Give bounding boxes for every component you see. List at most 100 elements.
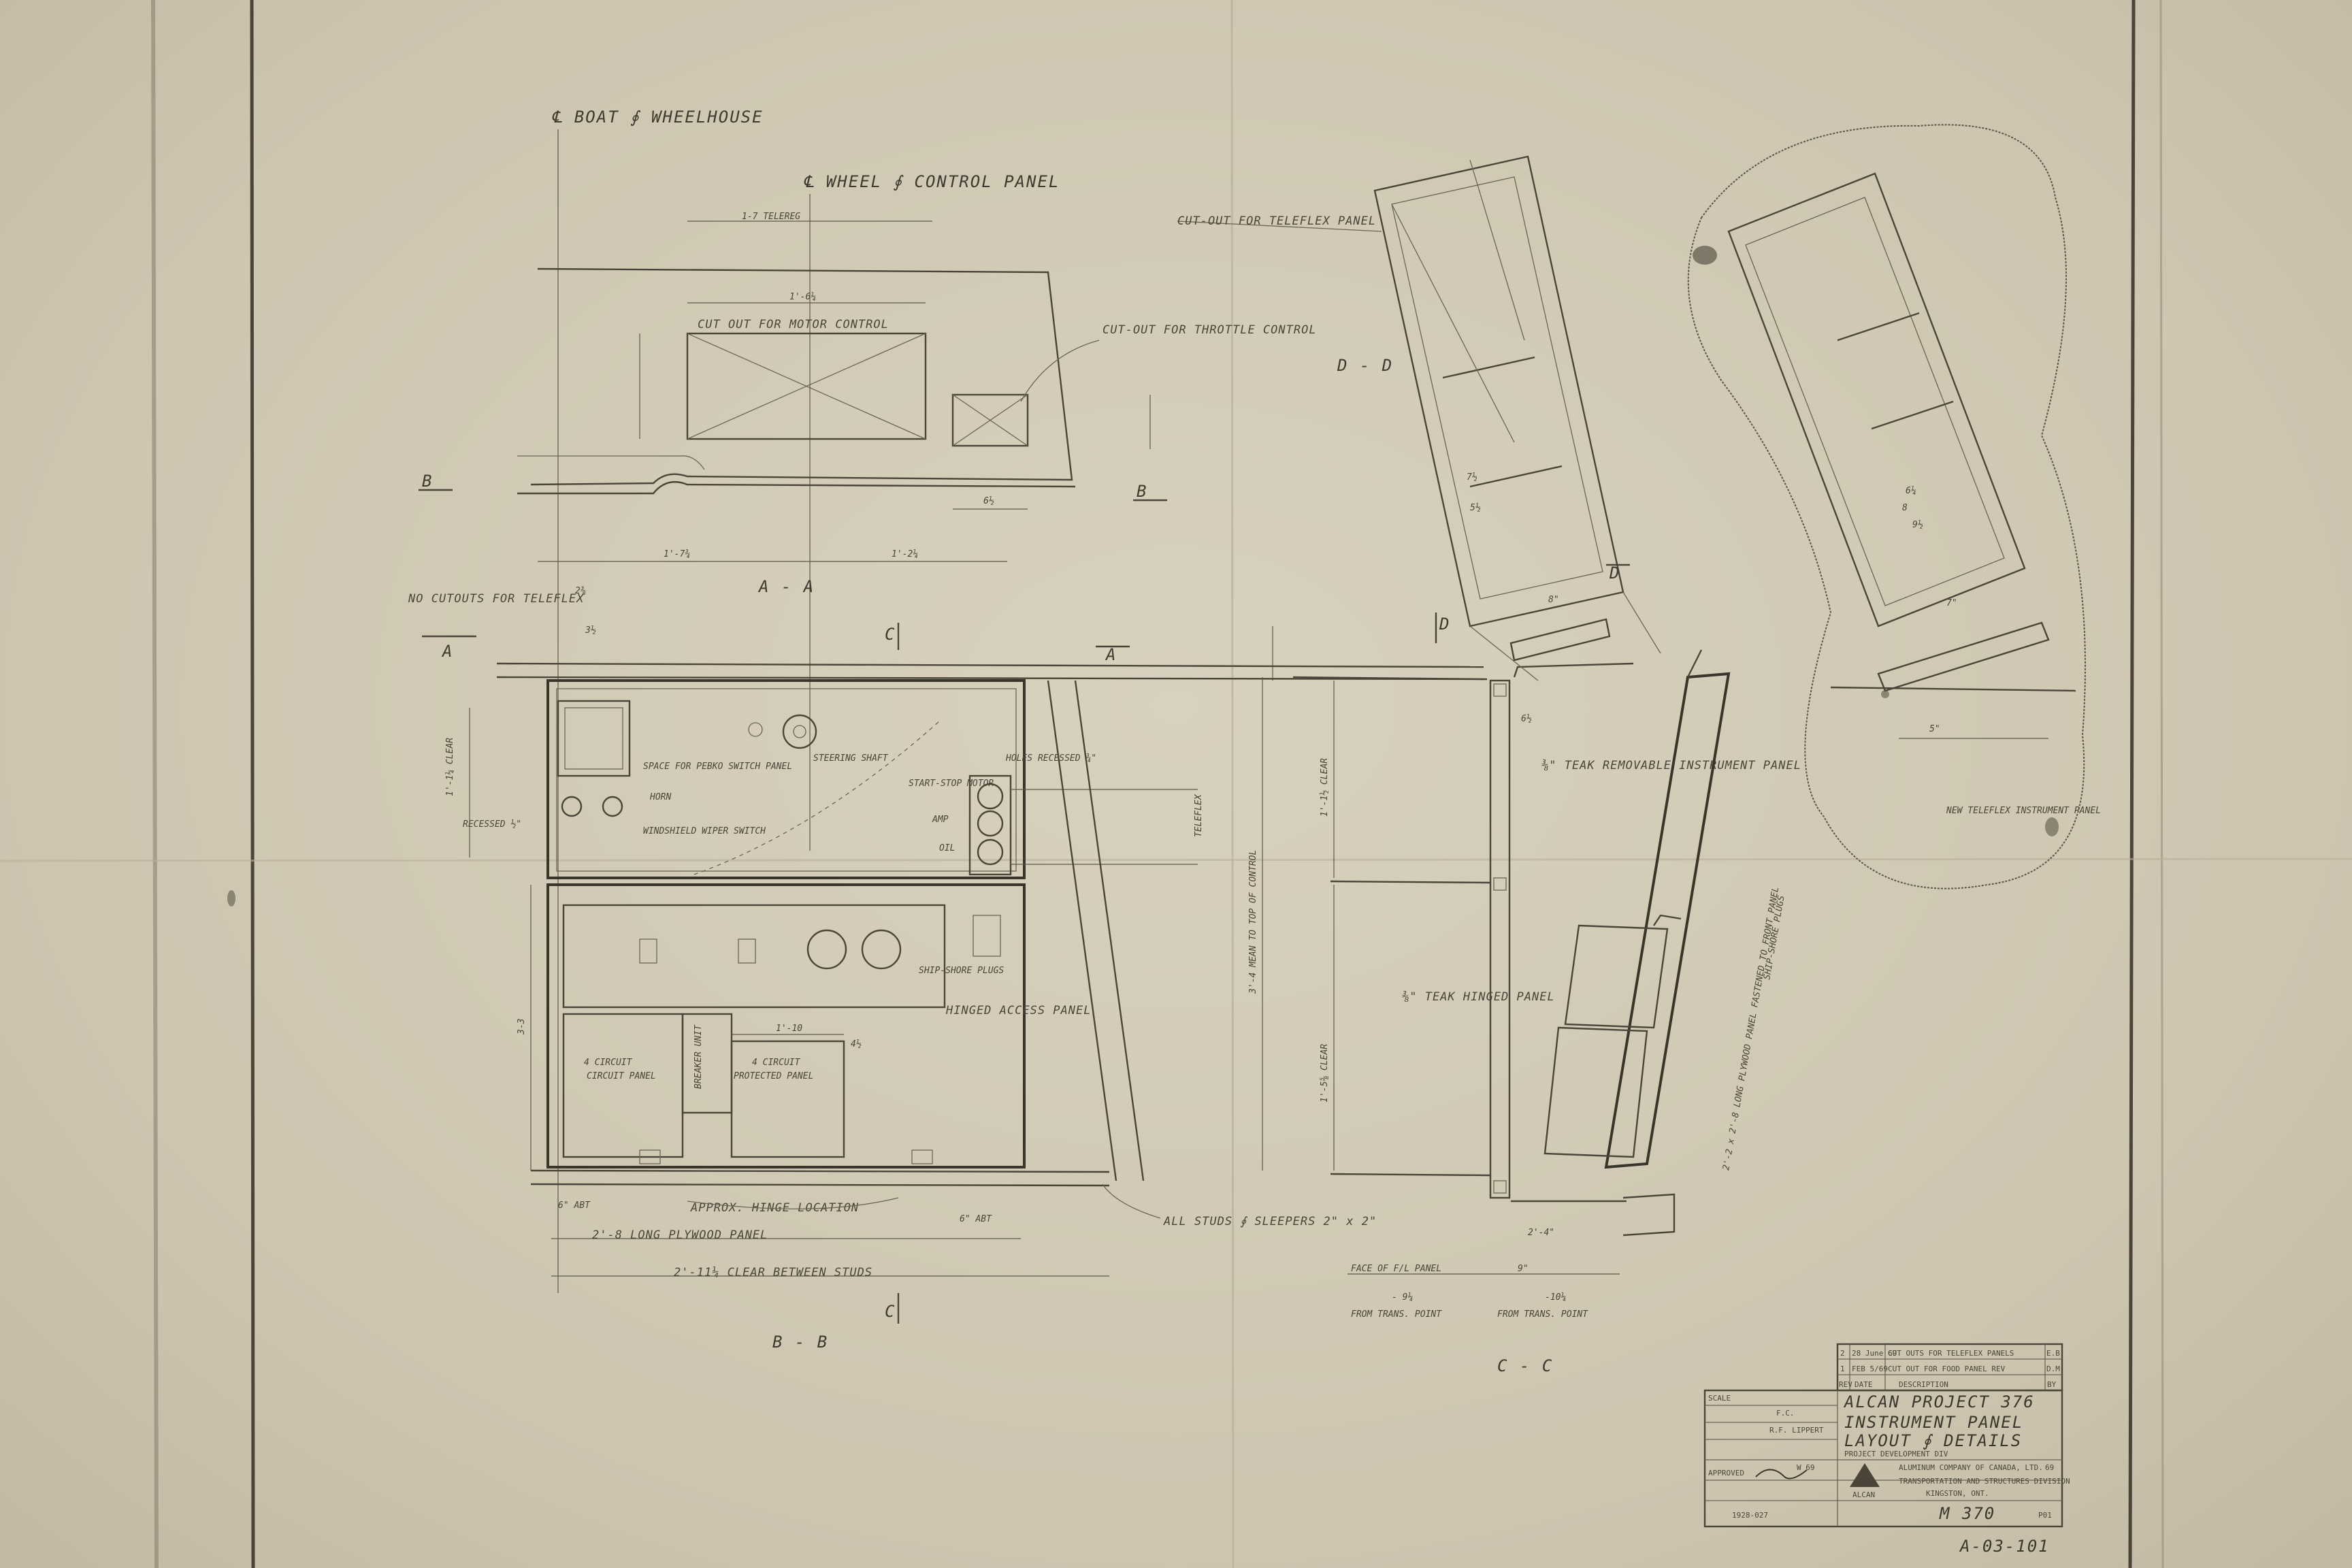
note-winged-access: HINGED ACCESS PANEL <box>945 1004 1091 1017</box>
tb-logo-text: ALCAN <box>1852 1490 1875 1499</box>
dim-1-7: 1'-7¾ <box>664 549 690 559</box>
note-cutout-detail: CUT-OUT FOR TELEFLEX PANEL <box>1177 214 1376 228</box>
note-teleflex-vert: TELEFLEX <box>1194 794 1204 837</box>
note-recessed-left: RECESSED ½" <box>463 819 521 830</box>
note-clear-studs: 2'-11¼ CLEAR BETWEEN STUDS <box>674 1266 872 1279</box>
note-breaker: BREAKER UNIT <box>693 1024 704 1089</box>
approval-signature <box>1755 1469 1808 1480</box>
tb-project: ALCAN PROJECT 376 <box>1843 1392 2035 1411</box>
note-steering: STEERING SHAFT <box>813 753 889 764</box>
note-protected: PROTECTED PANEL <box>734 1071 813 1081</box>
note-holes-recessed: HOLES RECESSED ¾" <box>1005 753 1096 764</box>
alcan-logo-icon <box>1850 1463 1880 1487</box>
tb-title-1: INSTRUMENT PANEL <box>1844 1413 2023 1432</box>
section-aa-dims: 1'-7¾ 1'-2¼ A - A 2⅜ 3½ NO CUTOUTS FOR T… <box>408 549 1273 681</box>
note-start-motor: START-STOP MOTOR <box>909 779 994 789</box>
tb-approved-date: W 69 <box>1797 1463 1815 1472</box>
tb-ref-no: A-03-101 <box>1959 1537 2050 1556</box>
marker-d-left: D <box>1439 615 1450 634</box>
marker-b-left: B <box>422 472 433 491</box>
rev-2-date: 28 June 69 <box>1852 1349 1897 1358</box>
dim-6-half: 6½ <box>1521 714 1532 724</box>
tb-drawing-no: M 370 <box>1939 1504 1995 1523</box>
title-block: 2 28 June 69 CUT OUTS FOR TELEFLEX PANEL… <box>1703 1343 2070 1556</box>
note-studs: ALL STUDS ∮ SLEEPERS 2" x 2" <box>1163 1215 1377 1228</box>
marker-c-top: C <box>885 625 896 644</box>
section-bb: SPACE FOR PEBKO SWITCH PANEL HORN RECESS… <box>445 662 1484 1352</box>
tb-company-2: TRANSPORTATION AND STRUCTURES DIVISION <box>1899 1477 2070 1486</box>
note-circuit-left: 4 CIRCUIT <box>584 1058 633 1068</box>
note-plywood: 2'-8 LONG PLYWOOD PANEL <box>592 1228 768 1242</box>
teleflex-detail: 9½ 8 6¼ 5" 7" NEW TELEFLEX INSTRUMENT PA… <box>1687 124 2101 889</box>
dim-3-6: 3½ <box>585 625 596 636</box>
dim-t-9half: 9½ <box>1912 520 1923 530</box>
rev-2-desc: CUT OUTS FOR TELEFLEX PANELS <box>1888 1349 2014 1358</box>
dim-t-8: 8 <box>1902 503 1908 513</box>
section-dd: CUT-OUT FOR TELEFLEX PANEL D - D 7½ 5½ 8… <box>1177 155 1661 681</box>
tb-title-2: LAYOUT ∮ DETAILS <box>1844 1431 2022 1450</box>
section-cc-label: C - C <box>1497 1356 1553 1375</box>
dim-1-6: 1'-6¼ <box>789 292 816 302</box>
tb-company-3: KINGSTON, ONT. <box>1926 1489 1989 1498</box>
note-protected-top: 4 CIRCUIT <box>752 1058 801 1068</box>
tb-scale-label: SCALE <box>1708 1394 1731 1403</box>
rev-1-no: 1 <box>1840 1365 1845 1373</box>
dim-6abt-right: 6" ABT <box>960 1214 992 1224</box>
rev-2-no: 2 <box>1840 1349 1845 1358</box>
top-plan-view: ℄ BOAT ∮ WHEELHOUSE ℄ WHEEL ∮ CONTROL PA… <box>517 108 1316 1293</box>
rev-1-date: FEB 5/69 <box>1852 1365 1888 1373</box>
dim-6-top: 6½ <box>983 496 994 506</box>
rev-header-desc: DESCRIPTION <box>1899 1380 1948 1389</box>
marker-d-right: D <box>1609 564 1620 583</box>
marker-b-right: B <box>1137 482 1147 501</box>
dim-t-7: 7" <box>1946 598 1957 608</box>
dim-6abt-left: 6" ABT <box>558 1200 591 1211</box>
dim-t-5: 5" <box>1929 724 1940 734</box>
note-hinge: APPROX. HINGE LOCATION <box>690 1201 859 1215</box>
tb-sheet: P01 <box>2038 1511 2052 1520</box>
note-amp: AMP <box>932 815 949 825</box>
note-from-trans-1: FROM TRANS. POINT <box>1351 1309 1442 1320</box>
marker-c-bottom: C <box>885 1302 896 1321</box>
tb-company-1: ALUMINUM COMPANY OF CANADA, LTD. <box>1899 1463 2043 1472</box>
dim-3-3: 3-3 <box>517 1019 527 1035</box>
note-cutout-motor: CUT OUT FOR MOTOR CONTROL <box>698 318 889 331</box>
note-teak-hinged: ⅜" TEAK HINGED PANEL <box>1402 990 1555 1004</box>
dim-clear-v3: 1'-5⅝ CLEAR <box>1320 1044 1330 1102</box>
note-horn: HORN <box>649 792 671 802</box>
dim-mean-top: 3'-4 MEAN TO TOP OF CONTROL <box>1248 850 1258 994</box>
tb-job-no: 1928-027 <box>1732 1511 1768 1520</box>
dim-2-8: 2⅜ <box>575 586 586 596</box>
section-cc: 3'-4 MEAN TO TOP OF CONTROL 1'-1½ CLEAR … <box>1248 649 1801 1375</box>
note-ship-shore: SHIP-SHORE PLUGS <box>919 966 1004 976</box>
dim-d-7half: 7½ <box>1467 472 1477 483</box>
dim-9: 9" <box>1518 1264 1529 1274</box>
dim-t-6q: 6¼ <box>1906 486 1916 496</box>
dim-s-9: - 9¼ <box>1392 1292 1413 1303</box>
note-face-panel: FACE OF F/L PANEL <box>1351 1264 1441 1274</box>
tb-year: 69 <box>2045 1463 2054 1472</box>
note-pebko: SPACE FOR PEBKO SWITCH PANEL <box>643 762 792 772</box>
paper-stains <box>227 246 2059 906</box>
rev-1-desc: CUT OUT FOR FOOD PANEL REV <box>1888 1365 2006 1373</box>
marker-a-right: A <box>1105 645 1117 664</box>
note-from-trans-2: FROM TRANS. POINT <box>1497 1309 1588 1320</box>
dim-1-10: 1'-10 <box>776 1024 802 1034</box>
header-boat-wheelhouse: ℄ BOAT ∮ WHEELHOUSE <box>551 108 764 127</box>
marker-a-left: A <box>441 642 453 661</box>
section-bb-label: B - B <box>772 1333 828 1352</box>
dim-1-2: 1'-2¼ <box>892 549 918 559</box>
dim-4-half: 4½ <box>851 1039 862 1049</box>
dim-clear-v2: 1'-1½ CLEAR <box>1320 758 1330 817</box>
dim-2-4: 2'-4" <box>1528 1228 1554 1238</box>
note-windshield: WINDSHIELD WIPER SWITCH <box>643 826 766 836</box>
section-aa-label: A - A <box>757 577 815 596</box>
note-oil: OIL <box>939 843 955 853</box>
rev-header-by: BY <box>2047 1380 2057 1389</box>
note-teak-removable: ⅜" TEAK REMOVABLE INSTRUMENT PANEL <box>1541 759 1801 772</box>
dim-d-5half: 5½ <box>1470 503 1481 513</box>
section-dd-label: D - D <box>1337 356 1393 375</box>
